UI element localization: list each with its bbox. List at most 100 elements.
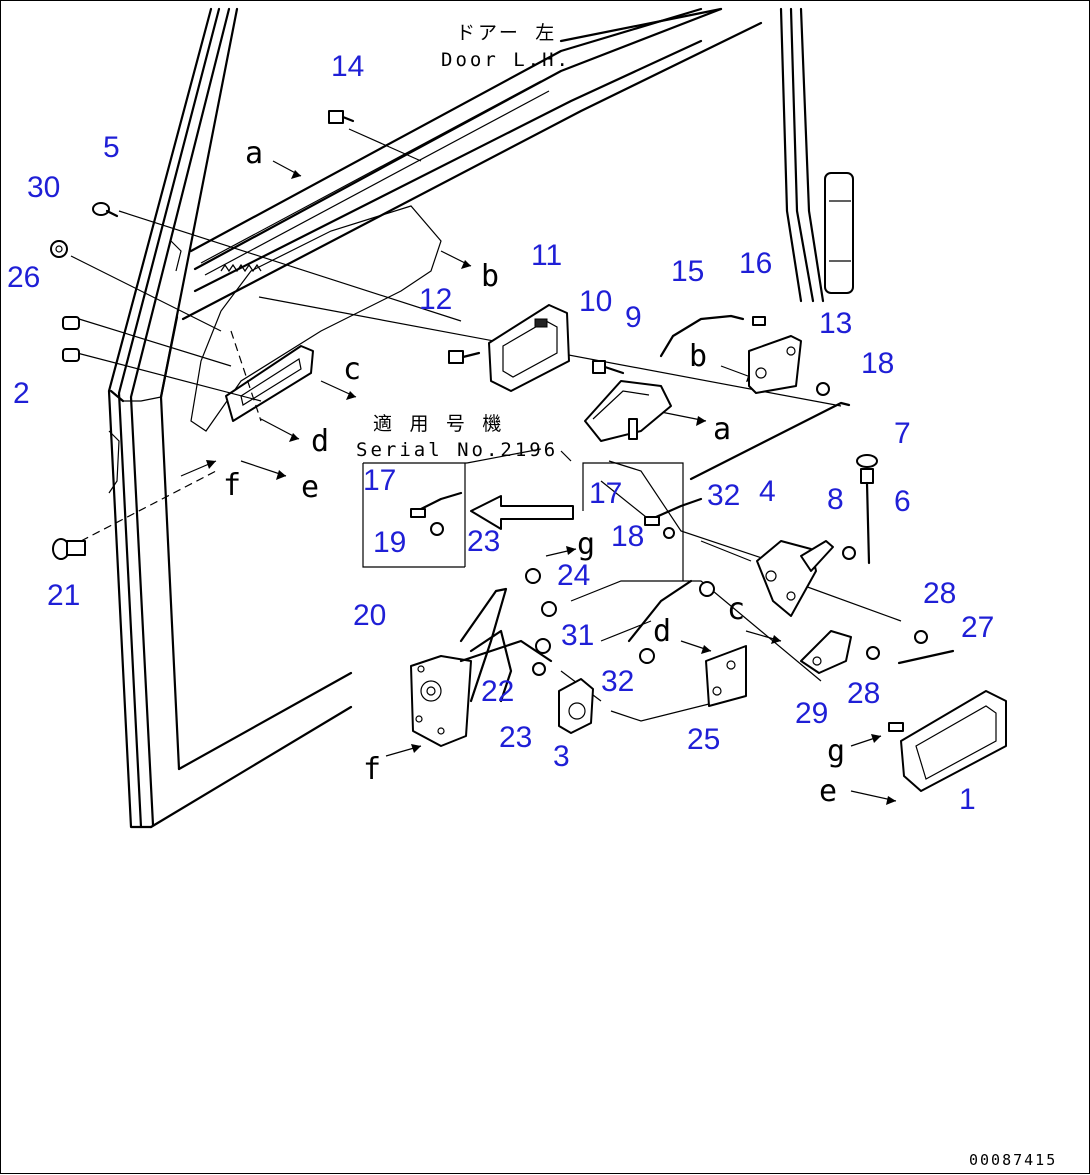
part-label-9: 9 [625, 301, 642, 334]
part-9-inner-handle [584, 380, 672, 442]
part-label-7: 7 [894, 417, 911, 450]
title-en: Door L.H. [441, 49, 571, 71]
part-1-outside-handle [888, 690, 1007, 792]
part-5-bolt [92, 202, 119, 218]
part-17-clip-a [410, 491, 463, 518]
serial-boxes [362, 448, 684, 581]
part-label-2: 2 [13, 377, 30, 410]
door-frame [107, 7, 854, 829]
serial-note-en: Serial No.2196 [356, 439, 558, 461]
part-label-29: 29 [795, 697, 828, 730]
part-18-nut [816, 382, 830, 396]
part-label-10: 10 [579, 285, 612, 318]
part-8-washer [842, 546, 856, 560]
door-handle-recess [225, 345, 314, 422]
ref-b-2: b [689, 339, 707, 374]
part-label-5: 5 [103, 131, 120, 164]
ref-d-1: d [311, 424, 329, 459]
ref-g-1: g [577, 527, 595, 562]
part-label-22: 22 [481, 675, 514, 708]
part-27-rod [897, 649, 955, 665]
part-13-bracket [748, 335, 802, 394]
part-4-lever [756, 540, 834, 617]
part-31-rod [627, 579, 693, 643]
part-22-linkage [459, 587, 553, 703]
part-31-nut [541, 601, 557, 617]
arrows [180, 160, 897, 805]
part-19-nut [430, 522, 444, 536]
part-label-23-b: 23 [499, 721, 532, 754]
ref-f-2: f [363, 752, 381, 787]
part-label-32-b: 32 [601, 665, 634, 698]
part-label-3: 3 [553, 740, 570, 773]
part-10-screw [592, 360, 625, 375]
part-18-nut-b [663, 527, 675, 539]
part-label-15: 15 [671, 255, 704, 288]
part-3-lock [558, 678, 594, 734]
part-26-bolt [62, 316, 80, 330]
document-number: 00087415 [969, 1151, 1057, 1169]
part-16-clip [752, 316, 766, 326]
ref-e-1: e [301, 470, 319, 505]
part-12-screw [448, 350, 481, 364]
part-label-8: 8 [827, 483, 844, 516]
ref-d-2: d [653, 614, 671, 649]
part-30-nut [50, 240, 68, 258]
part-32-nut-a [699, 581, 715, 597]
part-label-23-a: 23 [467, 525, 500, 558]
serial-note-jp: 適 用 号 機 [373, 413, 504, 435]
part-label-17-a: 17 [363, 464, 396, 497]
part-17-clip-b [644, 497, 703, 526]
part-label-18-b: 18 [611, 520, 644, 553]
part-label-12: 12 [419, 283, 452, 316]
part-label-27: 27 [961, 611, 994, 644]
part-32-nut-b [639, 648, 655, 664]
part-label-28-b: 28 [847, 677, 880, 710]
part-label-18-a: 18 [861, 347, 894, 380]
part-label-14: 14 [331, 50, 364, 83]
part-20-latch [410, 655, 472, 747]
part-2-bolt [62, 348, 80, 362]
part-23-nut-a [535, 638, 551, 654]
part-label-17-b: 17 [589, 477, 622, 510]
ref-g-2: g [827, 734, 845, 769]
part-28-nut [914, 630, 928, 644]
part-24-nut [525, 568, 541, 584]
title-jp: ドアー 左 [456, 22, 557, 44]
ref-a-1: a [245, 136, 263, 171]
ref-f-1: f [223, 468, 241, 503]
part-label-16: 16 [739, 247, 772, 280]
part-label-13: 13 [819, 307, 852, 340]
part-label-31: 31 [561, 619, 594, 652]
part-label-28-a: 28 [923, 577, 956, 610]
ref-a-2: a [713, 412, 731, 447]
part-label-20: 20 [353, 599, 386, 632]
part-label-24: 24 [557, 559, 590, 592]
part-label-30: 30 [27, 171, 60, 204]
part-label-11: 11 [531, 239, 562, 272]
ref-c-1: c [343, 352, 361, 387]
part-label-21: 21 [47, 579, 80, 612]
labels: ドアー 左 Door L.H. 適 用 号 機 Serial No.2196 0… [7, 22, 1057, 1169]
part-23-nut-b [532, 662, 546, 676]
part-21-screw [52, 538, 86, 560]
parts [50, 110, 1007, 792]
part-label-32-a: 32 [707, 479, 740, 512]
part-25-bracket [705, 645, 747, 707]
part-label-19: 19 [373, 526, 406, 559]
part-11-inner-handle-cover [488, 304, 570, 392]
part-6-rod [865, 481, 871, 565]
part-label-4: 4 [759, 475, 776, 508]
part-29-lever [800, 630, 852, 674]
leader-lines [70, 128, 902, 722]
part-label-26: 26 [7, 261, 40, 294]
part-7-knob [856, 454, 878, 484]
part-15-rod [659, 314, 745, 358]
part-label-25: 25 [687, 723, 720, 756]
ref-c-2: c [727, 592, 745, 627]
rod-long [689, 401, 851, 481]
ref-b-1: b [481, 259, 499, 294]
part-label-6: 6 [894, 485, 911, 518]
